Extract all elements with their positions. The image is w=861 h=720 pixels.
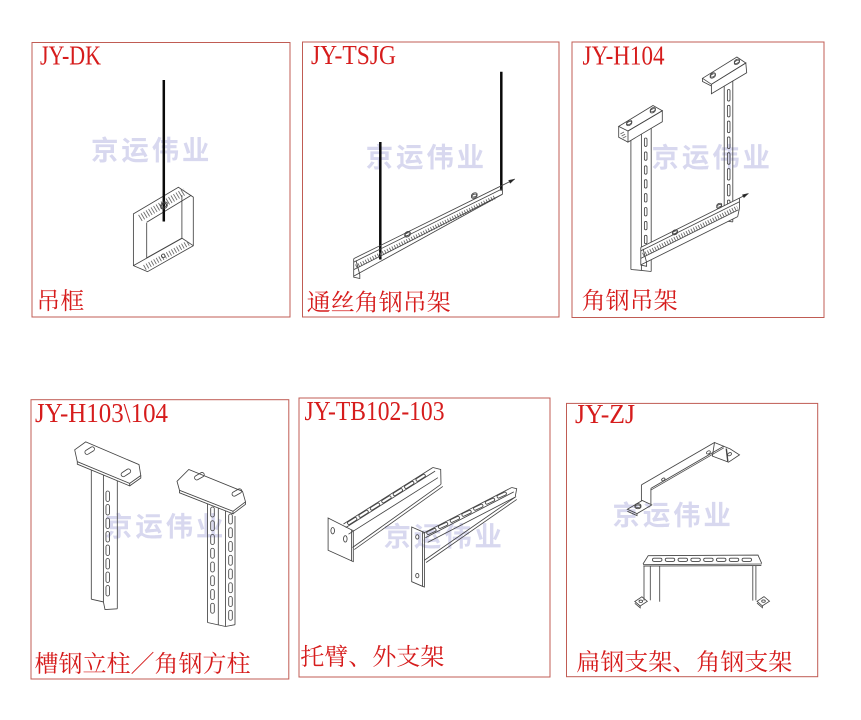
svg-text:JY-H104: JY-H104 [583, 40, 665, 71]
svg-text:JY-TB102-103: JY-TB102-103 [305, 395, 445, 426]
svg-text:JY-H103\104: JY-H103\104 [35, 397, 168, 428]
svg-text:JY-ZJ: JY-ZJ [575, 398, 635, 429]
svg-text:JY-TSJG: JY-TSJG [311, 39, 396, 70]
svg-text:JY-DK: JY-DK [40, 40, 101, 71]
